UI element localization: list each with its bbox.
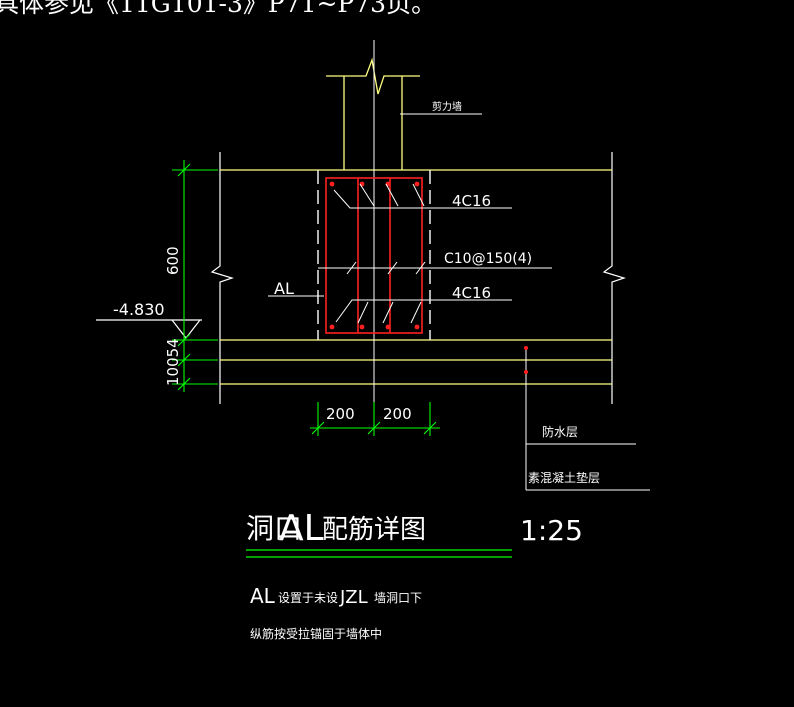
slab-outline bbox=[210, 152, 626, 404]
concrete-cushion-label: 素混凝土垫层 bbox=[528, 470, 600, 485]
stirrup-label: C10@150(4) bbox=[444, 251, 532, 267]
note-line1-b: 墙洞口下 bbox=[374, 591, 422, 605]
bottom-rebar-label: 4C16 bbox=[452, 284, 491, 302]
title-underline bbox=[246, 549, 512, 558]
vertical-dimension bbox=[172, 160, 218, 392]
shear-wall-label: 剪力墙 bbox=[432, 100, 462, 113]
title-code: AL bbox=[279, 508, 324, 549]
beam-name-label: AL bbox=[274, 279, 294, 298]
dim-right-width-label: 200 bbox=[383, 405, 412, 423]
note-line1-a: 设置于未设 bbox=[278, 591, 338, 605]
top-rebar-label: 4C16 bbox=[452, 192, 491, 210]
title-prefix: 洞口 bbox=[246, 512, 302, 545]
slab-bottom-lines bbox=[220, 339, 612, 385]
elevation-symbol bbox=[96, 319, 202, 339]
header-note: 具体参见《11G101-3》P71~P73页。 bbox=[0, 0, 436, 18]
note-line2: 纵筋按受拉锚固于墙体中 bbox=[250, 626, 382, 641]
dim-height-label: 600 bbox=[164, 246, 182, 275]
dim-layers-label: 10054 bbox=[164, 338, 182, 386]
dim-left-width-label: 200 bbox=[326, 405, 355, 423]
rebar-leaders bbox=[268, 183, 552, 324]
elevation-label: -4.830 bbox=[113, 300, 165, 319]
beam-section-outline bbox=[317, 170, 431, 340]
note-line1-code2: JZL bbox=[339, 587, 368, 608]
title-suffix: 配筋详图 bbox=[322, 515, 426, 545]
horizontal-dimension bbox=[310, 402, 440, 436]
shear-wall-above bbox=[326, 57, 420, 170]
layer-leader bbox=[525, 348, 650, 491]
longitudinal-bars bbox=[329, 181, 420, 330]
note-line1-code: AL bbox=[250, 584, 276, 608]
title-scale: 1:25 bbox=[520, 514, 583, 547]
layer-leader-dots bbox=[524, 346, 528, 374]
waterproof-layer-label: 防水层 bbox=[542, 424, 578, 439]
